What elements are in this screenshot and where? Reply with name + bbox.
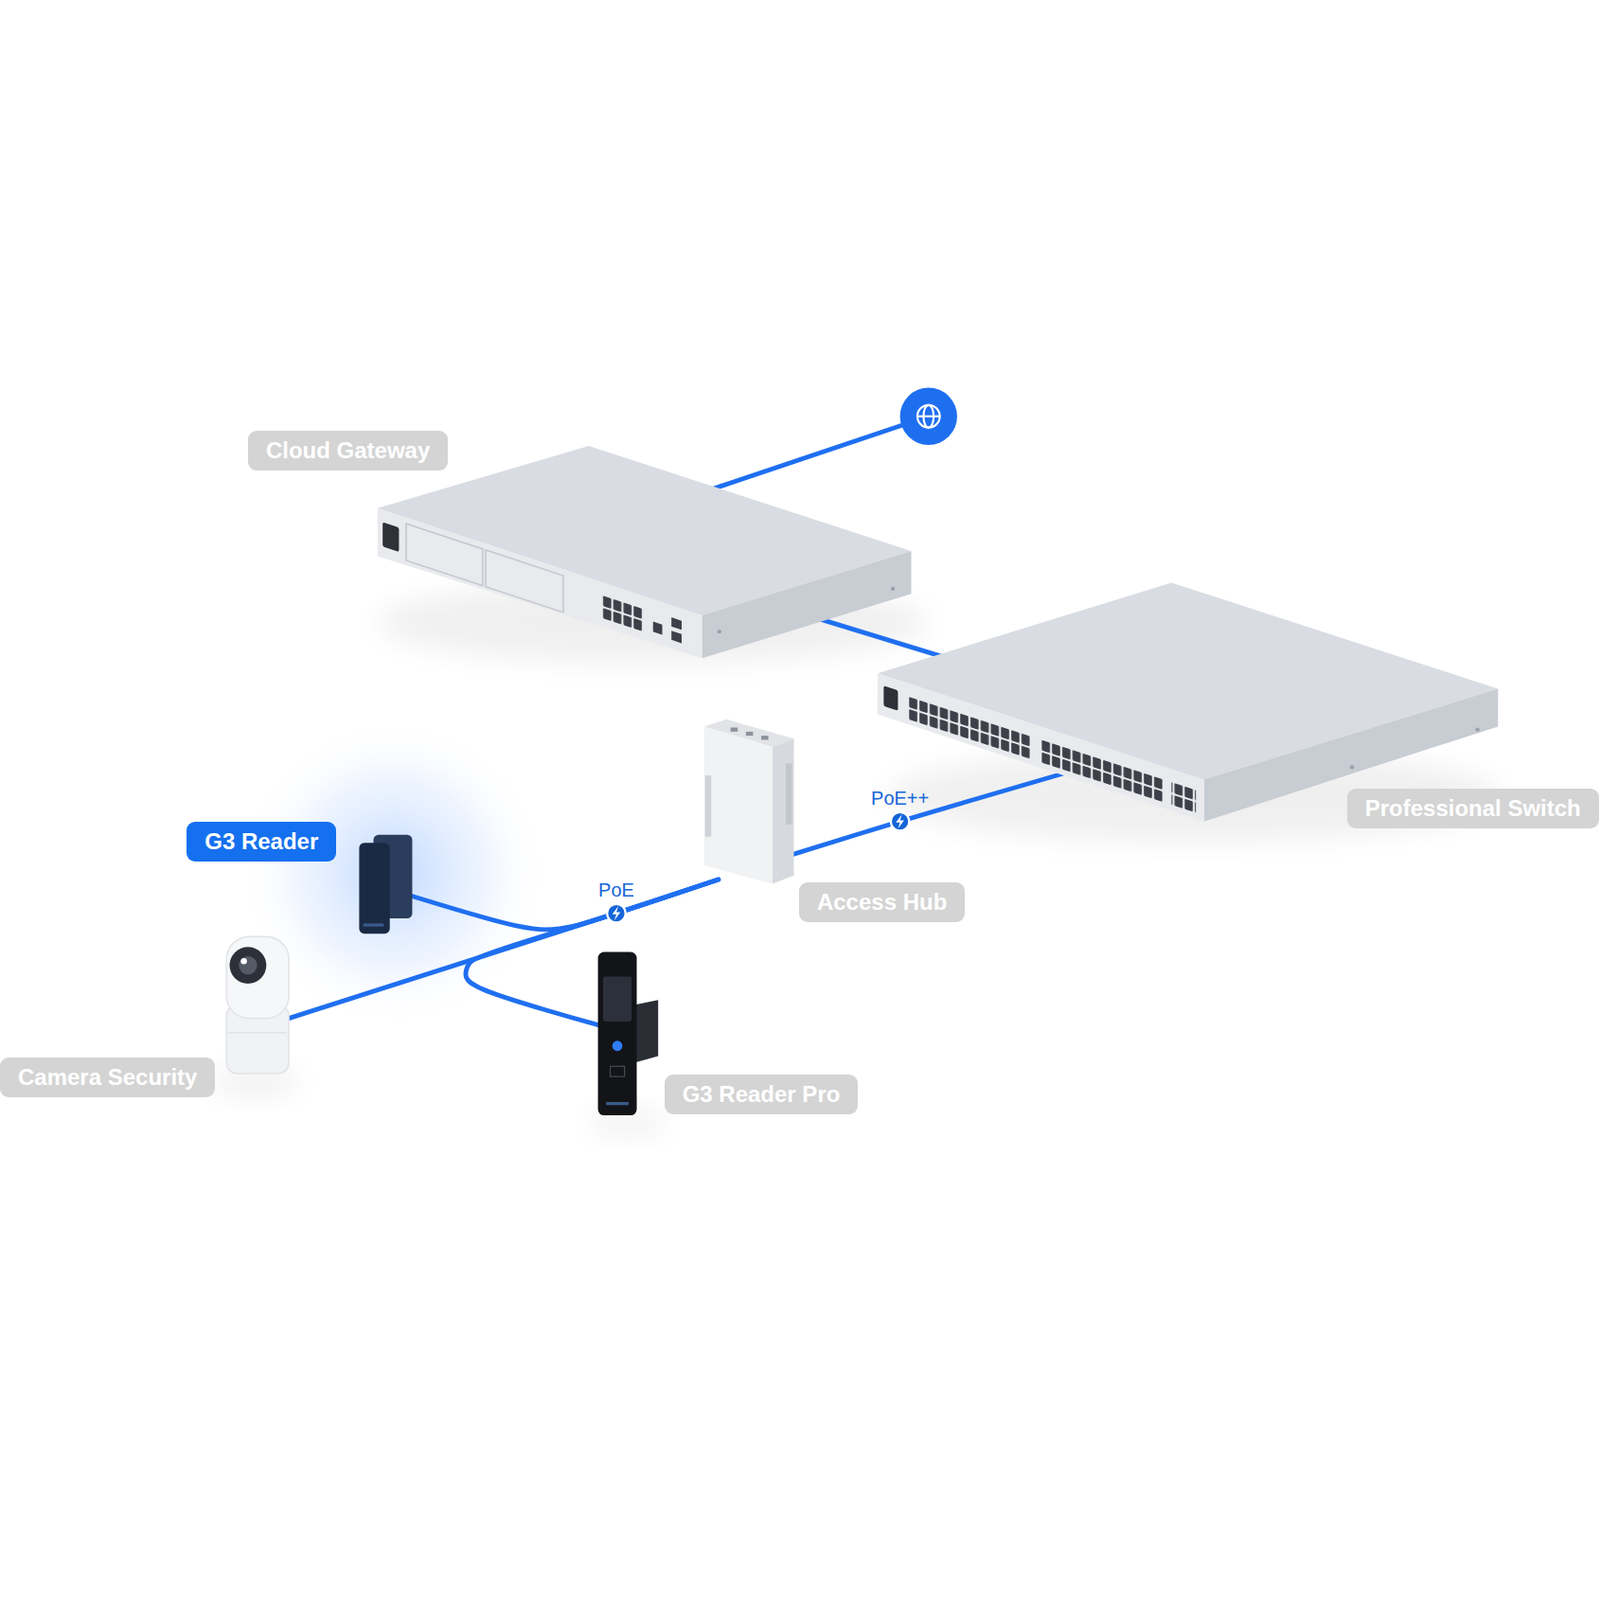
device-label: G3 Reader — [186, 821, 337, 862]
globe-circle — [900, 388, 958, 445]
device-front — [704, 726, 773, 884]
ethernet-ports — [907, 695, 1031, 761]
nfc-mark — [610, 1066, 625, 1077]
internet-wire — [704, 416, 929, 493]
ethernet-ports — [1040, 738, 1163, 803]
terminal-block — [705, 775, 712, 837]
device-label: G3 Reader Pro — [664, 1074, 859, 1115]
hub-port — [761, 735, 769, 740]
screw — [890, 586, 895, 591]
ethernet-port — [653, 621, 663, 635]
g3-reader-device — [358, 835, 412, 935]
globe-icon — [917, 405, 941, 428]
device-label: Cloud Gateway — [248, 430, 448, 471]
sfp-ports — [1171, 781, 1196, 814]
console-port — [883, 685, 898, 711]
power-marker-circle — [606, 904, 625, 923]
drive-bay — [406, 523, 483, 586]
reader-light — [605, 1102, 629, 1105]
screw — [1350, 764, 1354, 769]
power-label: PoE++ — [871, 786, 929, 809]
power-button — [382, 521, 399, 552]
sfp-port — [671, 617, 682, 630]
lens-highlight — [240, 958, 247, 964]
camera-seam — [228, 1031, 286, 1034]
device-node: Access Hub — [704, 719, 792, 880]
device-node: Professional Switch — [897, 657, 1498, 771]
access-hub-device — [704, 719, 795, 885]
device-label: Camera Security — [0, 1057, 215, 1098]
network-cable — [465, 879, 719, 1026]
cloud-gateway-device — [377, 445, 912, 658]
hub-port — [746, 731, 754, 736]
reader-light — [363, 923, 385, 926]
camera-lens — [230, 946, 267, 984]
lightning-icon — [612, 906, 622, 921]
g3-reader-pro-device — [598, 952, 659, 1116]
screw — [717, 629, 722, 634]
camera-lens-inner — [238, 956, 257, 975]
globe-icon — [917, 415, 941, 418]
device-node: G3 Reader Pro — [600, 952, 657, 1116]
device-side — [702, 551, 912, 658]
power-label: PoE — [598, 878, 635, 901]
ethernet-ports — [602, 594, 643, 633]
reader-screen — [603, 976, 632, 1021]
camera-head — [226, 936, 289, 1018]
device-label: Access Hub — [799, 882, 965, 923]
device-front — [377, 508, 703, 658]
sfp-port — [671, 630, 682, 643]
device-label: Professional Switch — [1347, 788, 1600, 829]
power-marker — [890, 812, 909, 831]
device-node: Camera Security — [226, 936, 289, 1071]
device-node: Cloud Gateway — [377, 480, 899, 603]
terminal-block — [785, 763, 792, 825]
drive-bay — [485, 550, 564, 613]
camera-device — [226, 936, 289, 1073]
network-cable — [790, 770, 1074, 855]
professional-switch-device — [877, 582, 1498, 821]
network-cable — [408, 879, 719, 930]
reader-body — [358, 842, 390, 934]
reader-button — [612, 1040, 623, 1051]
reader-body — [598, 952, 638, 1116]
device-side — [772, 738, 795, 884]
screw — [1475, 727, 1480, 731]
lightning-icon — [895, 814, 905, 829]
power-marker — [606, 904, 625, 923]
device-node: G3 Reader — [361, 836, 409, 931]
power-marker-circle — [890, 812, 909, 831]
hub-port — [730, 727, 739, 731]
internet-globe — [900, 388, 958, 445]
